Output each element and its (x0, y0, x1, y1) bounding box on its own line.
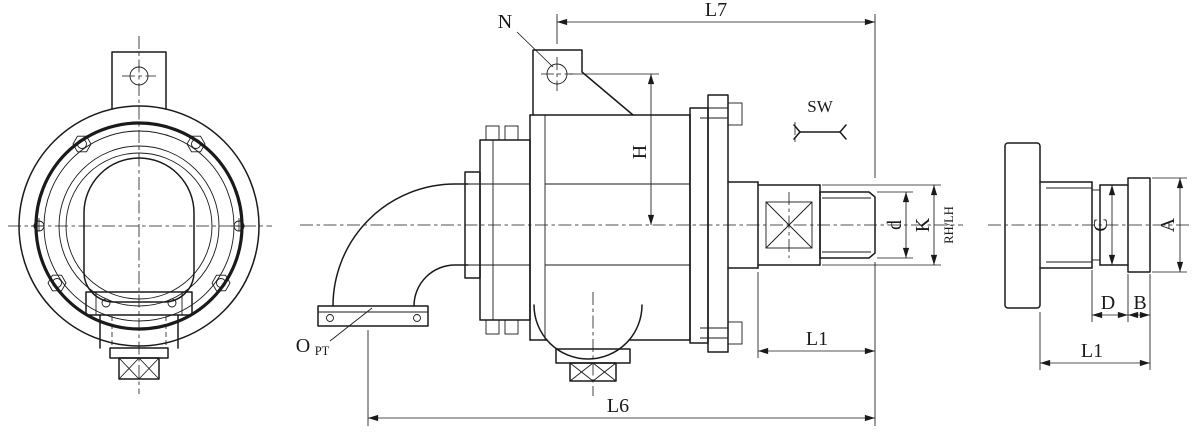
dim-l1-shaft: L1 (757, 262, 876, 426)
side-holes (31, 218, 247, 234)
gland-flange (464, 125, 531, 335)
dim-l6: L6 (367, 330, 875, 426)
dim-d-b: D B (1091, 270, 1151, 370)
callout-sw: SW (807, 97, 833, 116)
elbow (317, 183, 469, 327)
rotor-flange (689, 94, 743, 353)
label-l6: L6 (607, 395, 629, 417)
wrench-icon (793, 122, 847, 142)
mounting-lug-front (111, 51, 167, 110)
section-view (300, 49, 963, 396)
end-part-view (988, 142, 1192, 309)
label-rh-lh: RH/LH (942, 206, 956, 244)
front-centerlines (8, 36, 272, 394)
dim-k: K RH/LH (822, 184, 956, 266)
hex-bolts (47, 135, 231, 292)
nipple-body (1004, 142, 1151, 309)
dim-h: H (569, 73, 659, 225)
label-h: H (629, 145, 651, 159)
callout-port: O PT (296, 307, 373, 358)
dim-l1-nipple: L1 (1039, 312, 1150, 370)
dim-d: d (877, 191, 913, 259)
callout-n: N (498, 11, 554, 68)
label-a: A (1157, 217, 1179, 232)
thread-hatch-section (569, 362, 617, 382)
label-port-o: O (296, 335, 310, 357)
label-dim-b: B (1133, 292, 1146, 314)
label-sw: SW (807, 97, 833, 116)
label-d: d (884, 220, 906, 230)
label-n: N (498, 11, 512, 33)
dim-l7: L7 (556, 0, 876, 178)
bottom-outlet-front (85, 291, 193, 380)
label-dim-d: D (1101, 292, 1115, 314)
label-l7: L7 (705, 0, 727, 21)
rotor-shaft (727, 181, 876, 269)
dim-c: C (1090, 185, 1116, 265)
dim-a: A (1152, 177, 1187, 273)
mounting-lug-section (532, 49, 634, 116)
label-c: C (1090, 218, 1112, 231)
label-l1-shaft: L1 (806, 328, 828, 350)
casing (529, 114, 691, 341)
label-port-pt: PT (315, 344, 330, 358)
center-opening (83, 157, 195, 303)
front-view (8, 36, 272, 394)
dimensions: L7 H N SW O PT d K (296, 0, 1187, 426)
label-l1-nipple: L1 (1081, 340, 1103, 362)
label-k: K (912, 217, 934, 232)
bottom-outlet-section (533, 292, 643, 396)
thread-hatch-front (118, 357, 160, 380)
